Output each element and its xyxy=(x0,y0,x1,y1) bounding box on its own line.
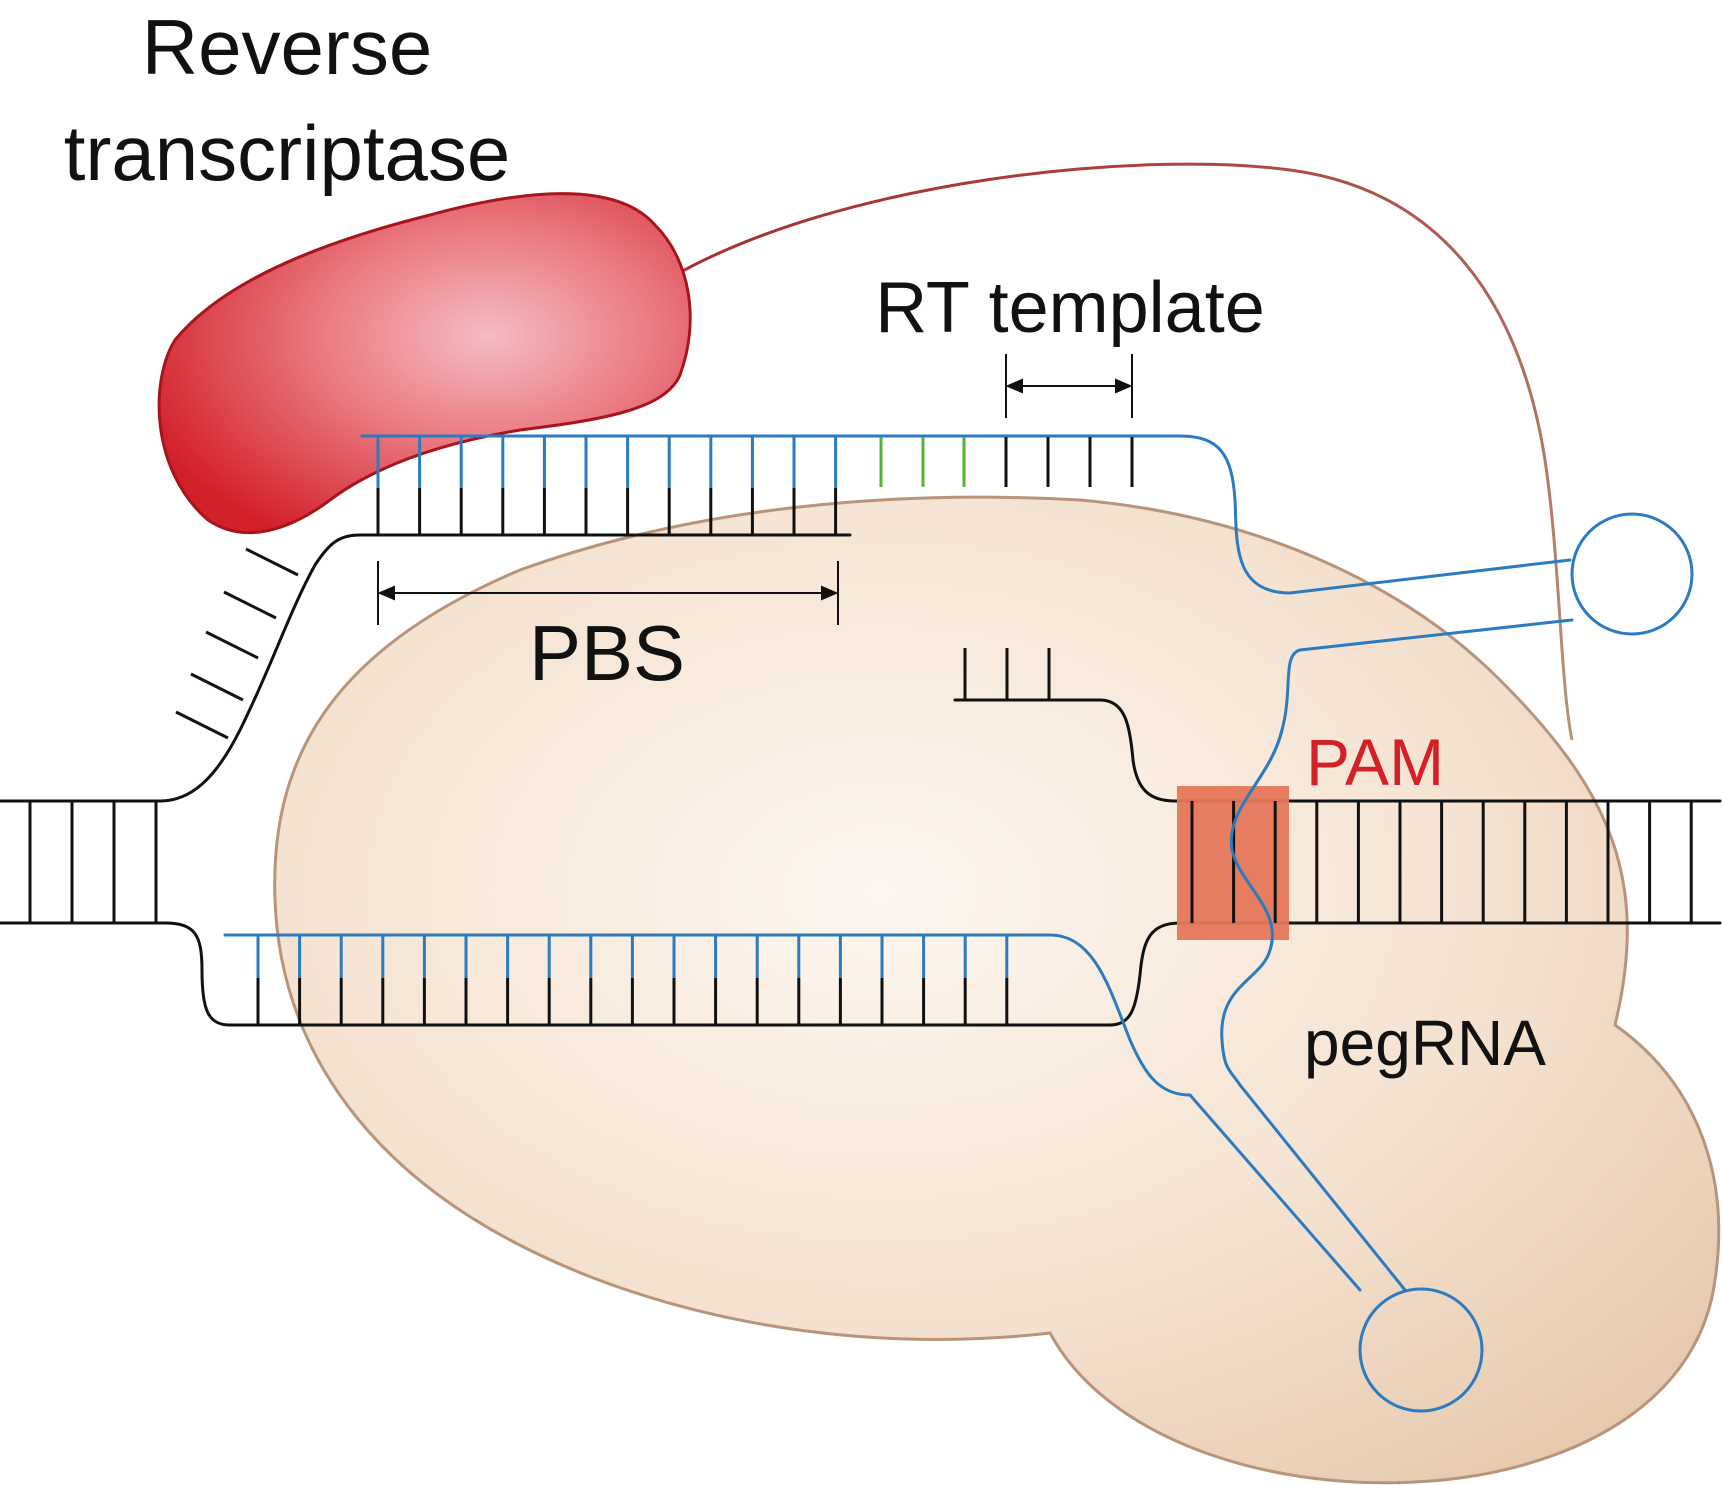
cas9-protein-body xyxy=(273,495,1721,1485)
pegrna-spacer xyxy=(223,933,1362,1292)
reverse-transcriptase-label-line2: transcriptase xyxy=(64,109,511,197)
flap-base-tick xyxy=(175,710,229,740)
pbs-base-pairs xyxy=(376,437,838,534)
dna-duplex-left xyxy=(28,801,158,923)
rt-template-bases xyxy=(1004,437,1134,487)
nicked-end-bases xyxy=(963,648,1051,700)
flap-bases xyxy=(175,547,299,740)
reverse-transcriptase-shape xyxy=(157,192,692,535)
guide-target-base-pairs xyxy=(256,936,1009,1024)
nontarget-dna-right xyxy=(953,698,1177,803)
nontarget-dna-left xyxy=(0,533,852,803)
reverse-transcriptase-label-line1: Reverse xyxy=(142,3,432,91)
target-dna-strand xyxy=(0,921,1722,1027)
edit-base-pairs xyxy=(879,437,966,487)
rt-template-label: RT template xyxy=(875,268,1265,348)
flap-base-tick xyxy=(223,590,277,620)
dna-duplex-right xyxy=(1190,801,1693,923)
pegrna-extension xyxy=(360,434,1572,595)
flap-base-tick xyxy=(190,672,244,702)
linker-line xyxy=(669,162,1574,741)
pam-label: PAM xyxy=(1306,725,1444,799)
pegrna-scaffold-overlay xyxy=(1229,728,1284,952)
flap-base-tick xyxy=(245,547,299,577)
pegrna-label: pegRNA xyxy=(1304,1007,1546,1079)
flap-base-tick xyxy=(205,630,259,660)
rt-template-span-marker xyxy=(1005,354,1133,418)
pbs-span-marker xyxy=(377,561,839,625)
scaffold-loop-bottom xyxy=(1358,1287,1484,1413)
scaffold-loop-top xyxy=(1570,512,1694,636)
pbs-label: PBS xyxy=(529,609,685,697)
